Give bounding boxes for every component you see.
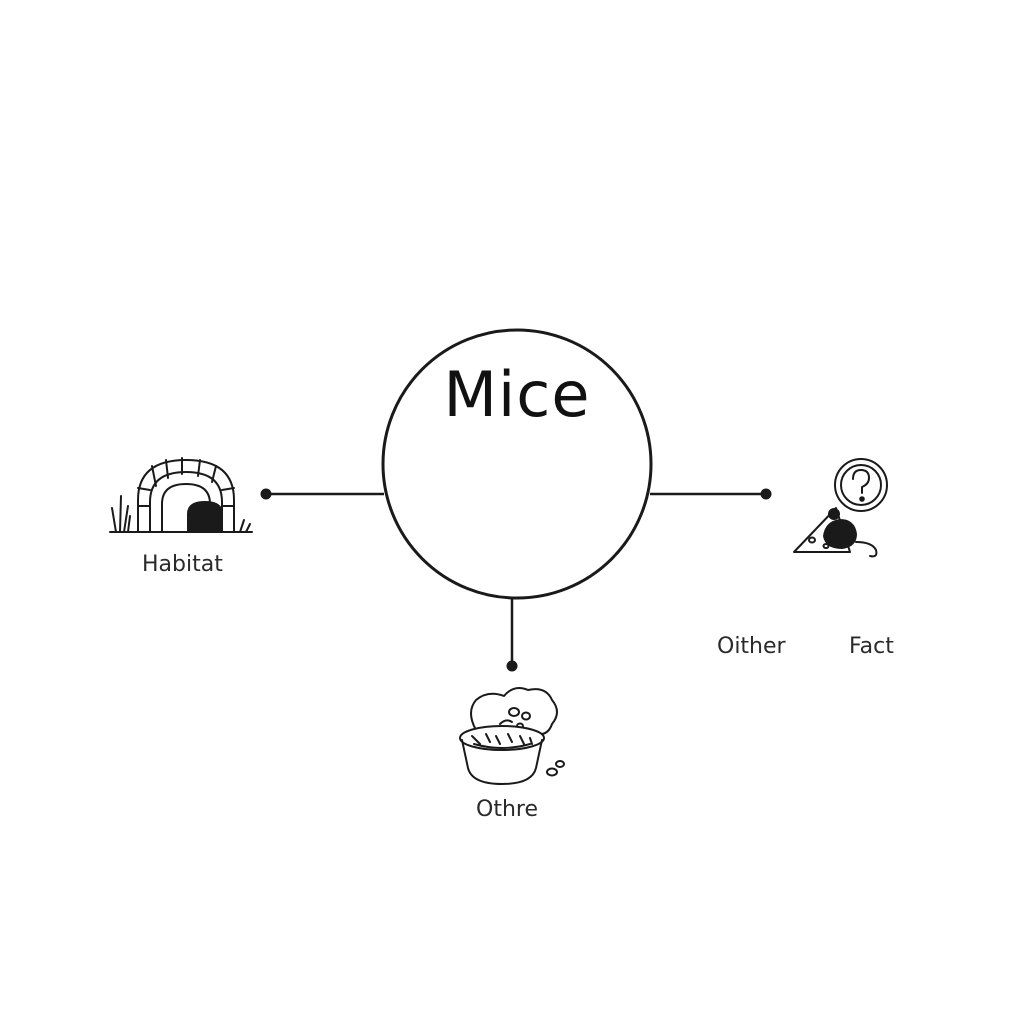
fact-label-left: Oither (717, 634, 786, 659)
connector-habitat-dot (260, 488, 272, 500)
question-mouse-icon (793, 458, 888, 558)
food-label: Othre (476, 797, 538, 822)
food-bowl-icon (459, 687, 565, 785)
burrow-icon (109, 457, 253, 533)
fact-label-right: Fact (849, 634, 894, 659)
connector-fact-dot (760, 488, 772, 500)
habitat-label: Habitat (142, 552, 223, 577)
center-node-label: Mice (443, 358, 591, 431)
center-node-circle (381, 328, 653, 600)
connector-food-dot (506, 660, 518, 672)
